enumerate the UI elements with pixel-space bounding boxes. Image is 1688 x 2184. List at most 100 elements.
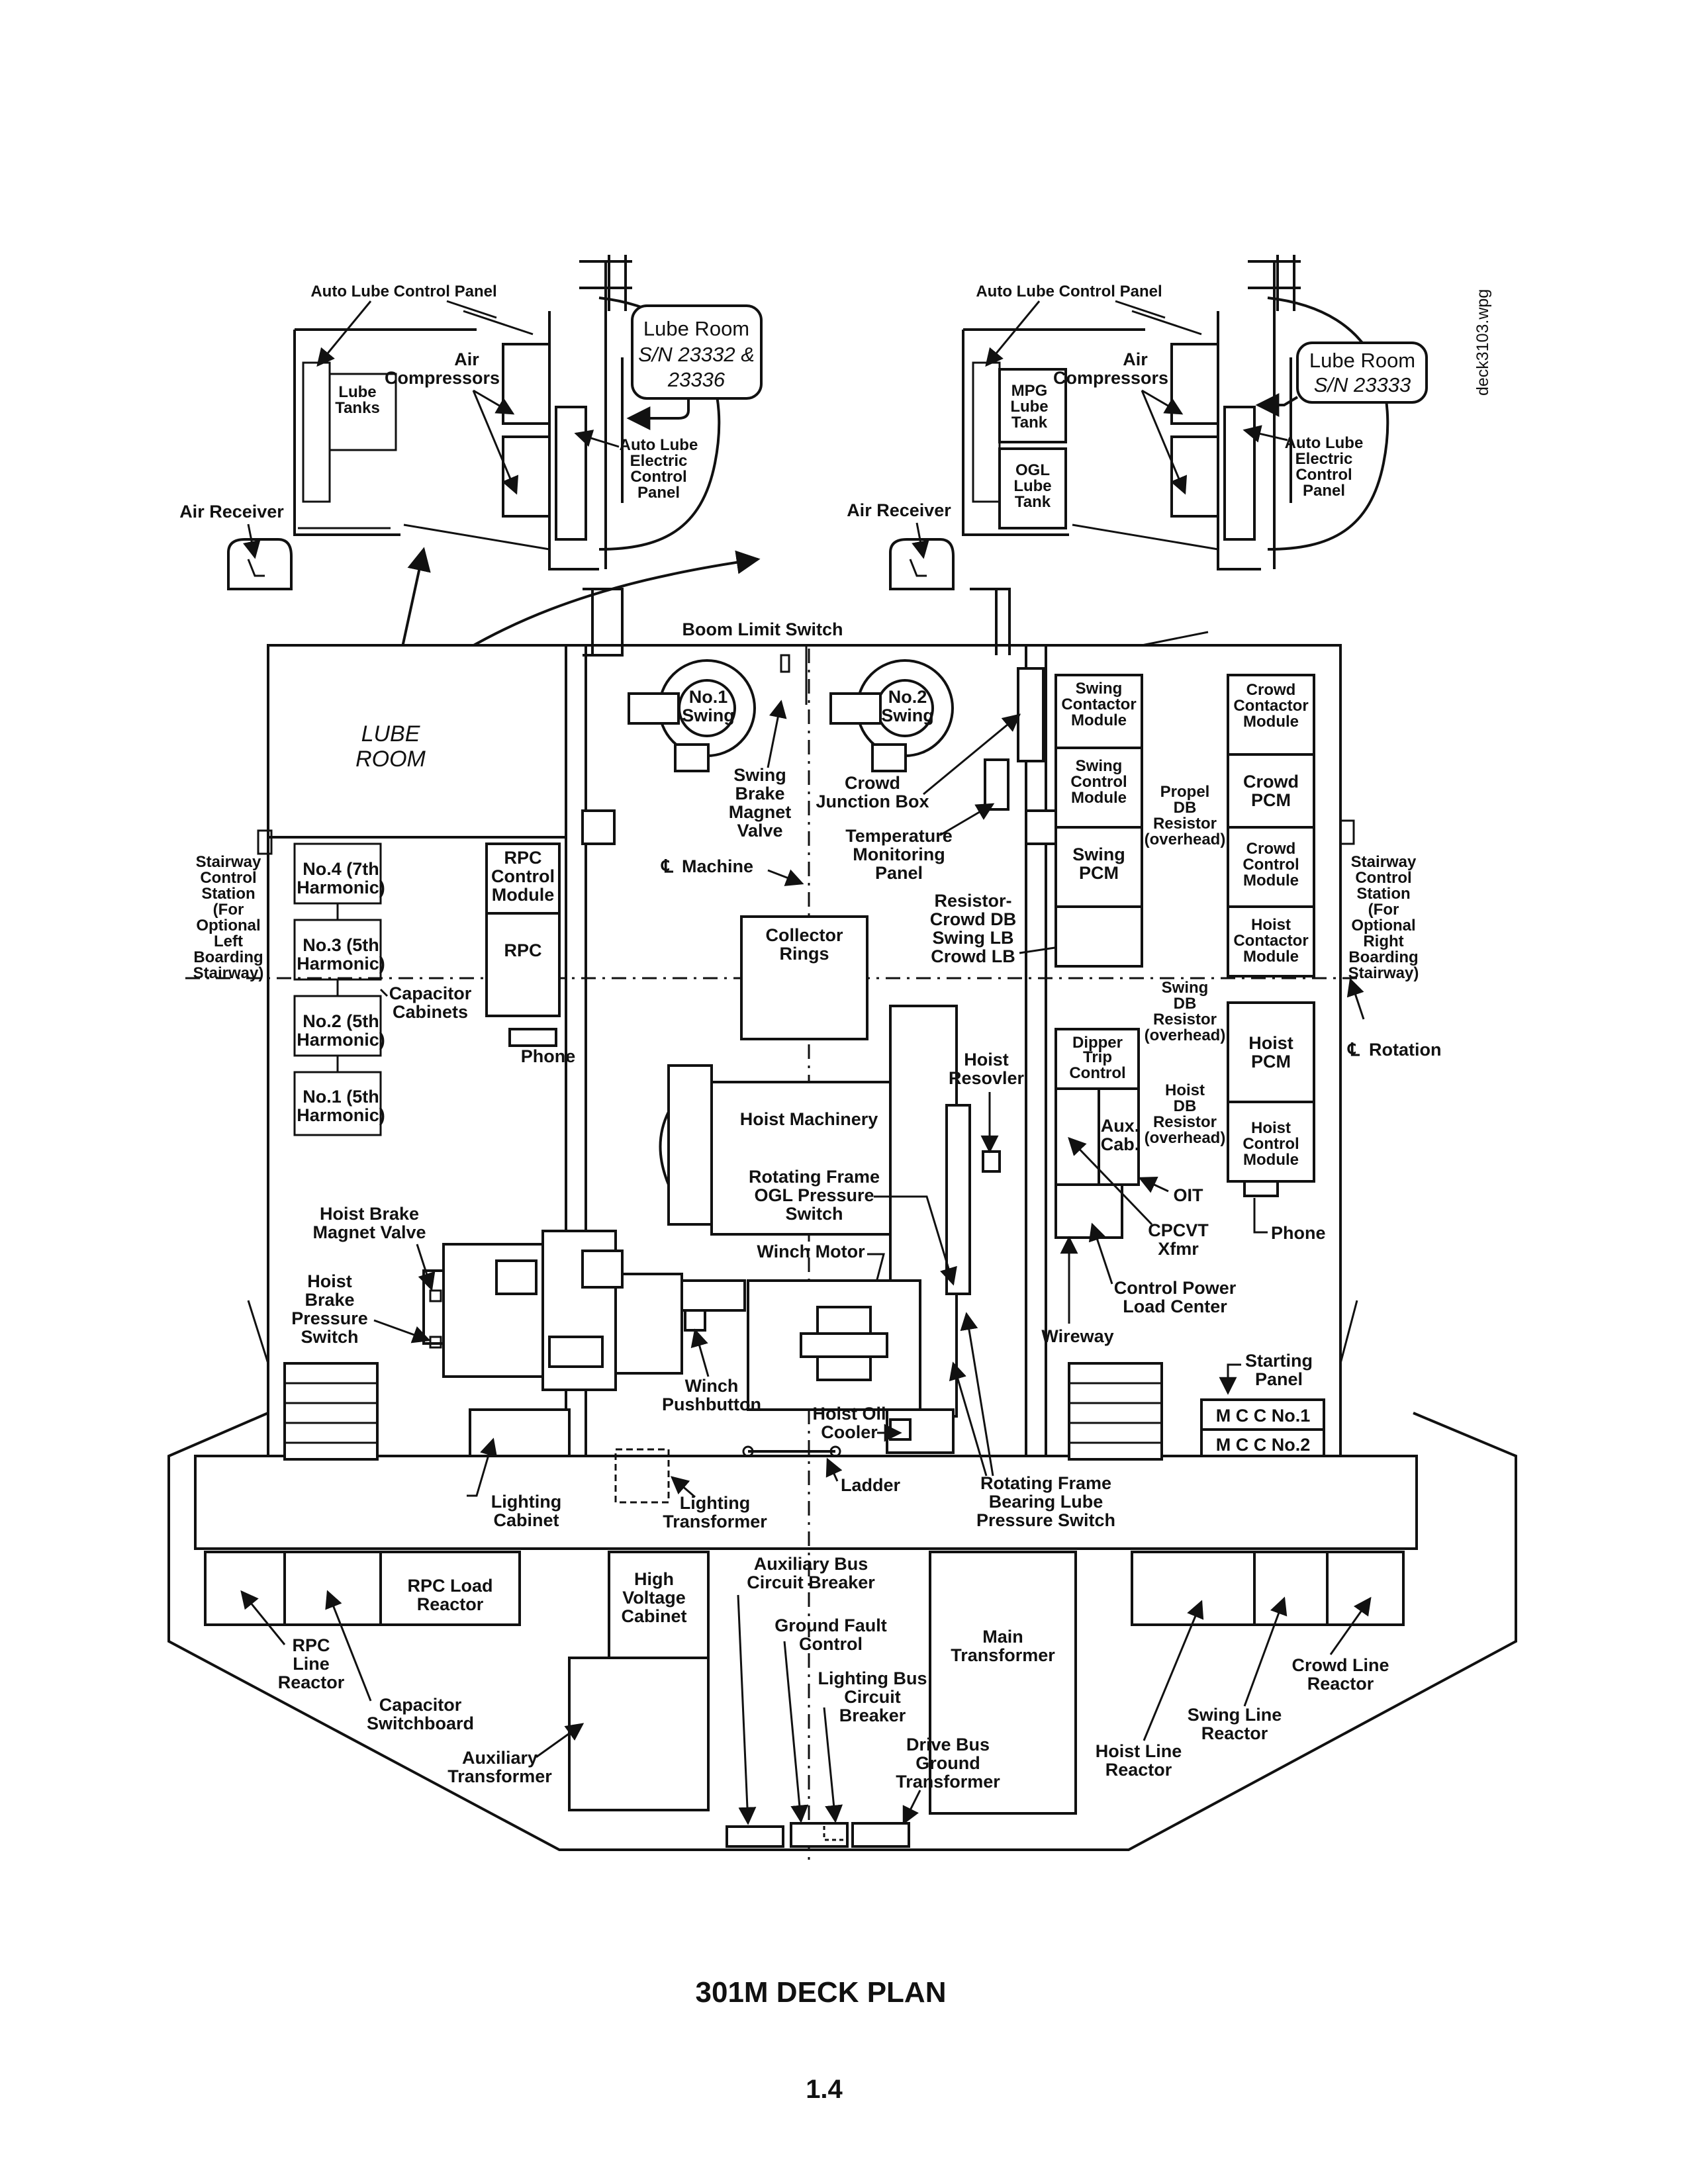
lube-room-left-line1: Lube Room (643, 317, 749, 340)
hoist-db-l3: Resistor (1153, 1113, 1217, 1131)
air-receiver-right: Air Receiver (847, 500, 951, 520)
stairway-left-l1: Stairway (196, 853, 261, 871)
auto-lube-electric-left-l1: Auto Lube (620, 436, 698, 454)
aux-bus-breaker-l2: Circuit Breaker (747, 1572, 875, 1592)
temp-panel-l2: Monitoring (853, 844, 945, 864)
swing-control-l2: Control (1070, 773, 1127, 791)
high-voltage-l1: High (634, 1569, 674, 1589)
propel-db-l3: Resistor (1153, 815, 1217, 833)
swing-control-l3: Module (1071, 789, 1127, 807)
crowd-control-l3: Module (1243, 872, 1299, 889)
cap-switchboard-l2: Switchboard (367, 1713, 474, 1733)
rpc-control-l2: Control (491, 866, 555, 886)
resistor-l1: Resistor- (934, 891, 1011, 911)
crowd-contactor-l3: Module (1243, 713, 1299, 731)
propel-db-l4: (overhead) (1145, 831, 1226, 848)
swing-contactor-l1: Swing (1076, 680, 1123, 698)
hoist-db-l4: (overhead) (1145, 1129, 1226, 1147)
harmonic-3-l2: Harmonic) (297, 954, 385, 974)
auto-lube-electric-right-l4: Panel (1303, 482, 1345, 500)
rpc-label: RPC (504, 940, 541, 960)
cl-machine-label: Machine (682, 856, 753, 876)
harmonic-1-l2: Harmonic) (297, 1105, 385, 1125)
mpg-tank-l2: Lube (1010, 398, 1048, 416)
cpcvt-l1: CPCVT (1148, 1220, 1209, 1240)
winch-pushbutton-l1: Winch (685, 1376, 739, 1396)
ogl-tank-l1: OGL (1015, 461, 1050, 479)
swing-pcm-l2: PCM (1079, 863, 1119, 883)
high-voltage-l3: Cabinet (621, 1606, 686, 1626)
harmonic-2-l1: No.2 (5th (303, 1011, 379, 1031)
swing-brake-l3: Magnet (729, 802, 792, 822)
crowd-contactor-l1: Crowd (1246, 681, 1296, 699)
resistor-l2: Crowd DB (930, 909, 1017, 929)
ground-fault-l1: Ground Fault (774, 1615, 886, 1635)
air-compressors-left-l2: Compressors (385, 368, 500, 388)
swing-brake-l4: Valve (737, 821, 782, 841)
swing-db-l2: DB (1174, 995, 1197, 1013)
mpg-tank-l3: Tank (1011, 414, 1048, 432)
ogl-switch-l3: Switch (785, 1204, 843, 1224)
no2-swing-l1: No.2 (888, 687, 927, 707)
auto-lube-control-left: Auto Lube Control Panel (310, 283, 496, 300)
swing-db-l3: Resistor (1153, 1011, 1217, 1028)
ladder-label: Ladder (841, 1475, 901, 1495)
lube-room-label-l2: ROOM (355, 747, 426, 772)
hoist-contactor-l2: Contactor (1233, 932, 1308, 950)
bearing-lube-l1: Rotating Frame (980, 1473, 1111, 1493)
hoist-oil-cooler-l1: Hoist Oil (812, 1404, 886, 1424)
air-compressors-right-l1: Air (1123, 349, 1148, 369)
hoist-brake-switch-l1: Hoist (307, 1271, 352, 1291)
auto-lube-electric-right-l3: Control (1295, 466, 1352, 484)
capacitor-cabinets-l1: Capacitor (389, 983, 472, 1003)
ogl-switch-l2: OGL Pressure (754, 1185, 874, 1205)
capacitor-cabinets-l2: Cabinets (393, 1002, 468, 1022)
harmonic-1-l1: No.1 (5th (303, 1087, 379, 1107)
control-power-l2: Load Center (1123, 1297, 1227, 1316)
stairway-right-l6: Right (1363, 933, 1403, 950)
resistor-l3: Swing LB (933, 928, 1014, 948)
auto-lube-control-right: Auto Lube Control Panel (976, 283, 1162, 300)
collector-rings-l1: Collector (765, 925, 843, 945)
file-reference: deck3103.wpg (1474, 289, 1492, 396)
rpc-control-l1: RPC (504, 848, 541, 868)
no1-swing-l1: No.1 (689, 687, 728, 707)
hoist-control-l2: Control (1243, 1135, 1299, 1153)
hoist-pcm-l1: Hoist (1248, 1033, 1293, 1053)
oit-label: OIT (1174, 1185, 1204, 1205)
lube-tanks-left-l2: Tanks (335, 399, 380, 417)
hoist-oil-cooler-l2: Cooler (821, 1422, 878, 1442)
hoist-pcm-l2: PCM (1251, 1052, 1291, 1071)
aux-cab-l2: Cab. (1101, 1134, 1140, 1154)
main-deck: LUBE ROOM Boom Limit Switch No.1 Swing N… (167, 547, 1517, 1860)
crowd-jb-l1: Crowd (845, 773, 900, 793)
swing-line-reactor-l1: Swing Line (1188, 1705, 1282, 1725)
phone-left: Phone (521, 1046, 576, 1066)
auto-lube-electric-left-l4: Panel (637, 484, 680, 502)
lighting-transformer-l1: Lighting (680, 1493, 750, 1513)
hoist-brake-switch-l3: Pressure (291, 1308, 368, 1328)
lighting-transformer-l2: Transformer (663, 1512, 767, 1531)
lube-tanks-left-l1: Lube (338, 383, 376, 401)
crowd-contactor-l2: Contactor (1233, 697, 1308, 715)
dipper-trip-l1: Dipper (1072, 1034, 1123, 1052)
hoist-resolver-l1: Hoist (964, 1050, 1009, 1069)
stairway-right-l7: Boarding (1348, 948, 1418, 966)
winch-motor-label: Winch Motor (757, 1242, 865, 1261)
hoist-db-l1: Hoist (1165, 1081, 1205, 1099)
winch-pushbutton-l2: Pushbutton (662, 1394, 761, 1414)
dipper-trip-l3: Control (1069, 1064, 1125, 1082)
lube-room-right-line2: S/N 23333 (1314, 373, 1411, 396)
swing-control-l1: Swing (1076, 757, 1123, 775)
stairway-right-l3: Station (1356, 885, 1410, 903)
crowd-pcm-l1: Crowd (1243, 772, 1299, 792)
dipper-trip-l2: Trip (1083, 1048, 1112, 1066)
crowd-jb-l2: Junction Box (816, 792, 929, 811)
hoist-line-reactor-l1: Hoist Line (1096, 1741, 1182, 1761)
aux-transformer-l1: Auxiliary (462, 1748, 538, 1768)
harmonic-4-l1: No.4 (7th (303, 859, 379, 879)
drive-bus-l1: Drive Bus (906, 1735, 990, 1754)
rpc-line-reactor-l1: RPC (292, 1635, 330, 1655)
stairway-right-l1: Stairway (1351, 853, 1417, 871)
hoist-db-l2: DB (1174, 1097, 1197, 1115)
